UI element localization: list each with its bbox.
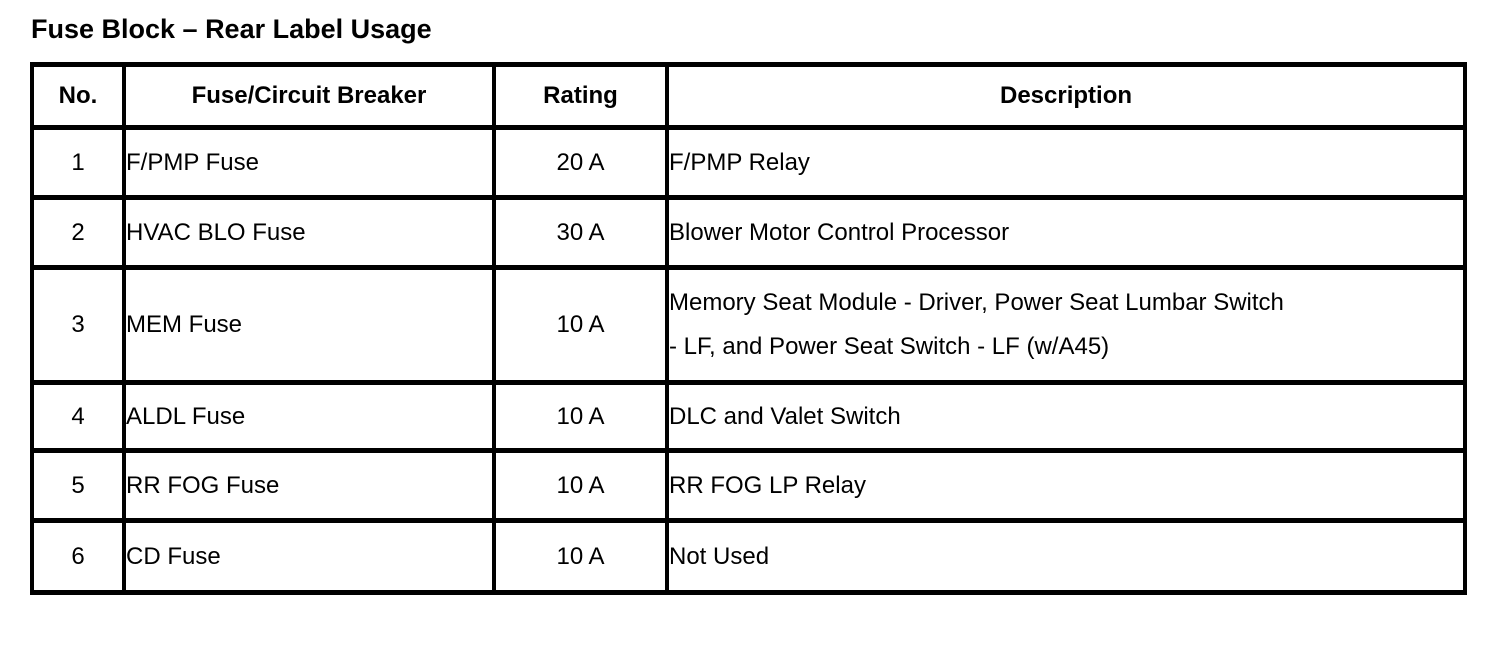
cell-description: RR FOG LP Relay [665,448,1467,523]
cell-fuse: RR FOG Fuse [122,448,496,523]
table-row: 6 CD Fuse 10 A Not Used [30,518,1467,595]
page-title: Fuse Block – Rear Label Usage [31,14,432,44]
cell-rating: 20 A [492,125,669,200]
table-row: 3 MEM Fuse 10 A Memory Seat Module - Dri… [30,265,1467,385]
cell-description: Not Used [665,518,1467,595]
cell-fuse: MEM Fuse [122,265,496,385]
cell-fuse: ALDL Fuse [122,380,496,453]
cell-fuse: CD Fuse [122,518,496,595]
table-row: 1 F/PMP Fuse 20 A F/PMP Relay [30,125,1467,200]
cell-rating: 30 A [492,195,669,270]
cell-no: 4 [30,380,126,453]
table-row: 5 RR FOG Fuse 10 A RR FOG LP Relay [30,448,1467,523]
cell-no: 3 [30,265,126,385]
cell-rating: 10 A [492,265,669,385]
cell-fuse: HVAC BLO Fuse [122,195,496,270]
cell-description: Memory Seat Module - Driver, Power Seat … [665,265,1467,385]
cell-no: 6 [30,518,126,595]
column-header-fuse-circuit-breaker: Fuse/Circuit Breaker [122,62,496,130]
cell-description: Blower Motor Control Processor [665,195,1467,270]
cell-rating: 10 A [492,380,669,453]
column-header-description: Description [665,62,1467,130]
table-row: 2 HVAC BLO Fuse 30 A Blower Motor Contro… [30,195,1467,270]
cell-no: 5 [30,448,126,523]
column-header-rating: Rating [492,62,669,130]
cell-no: 2 [30,195,126,270]
cell-rating: 10 A [492,518,669,595]
table-row: 4 ALDL Fuse 10 A DLC and Valet Switch [30,380,1467,453]
cell-description: DLC and Valet Switch [665,380,1467,453]
cell-rating: 10 A [492,448,669,523]
table-body: 1 F/PMP Fuse 20 A F/PMP Relay 2 HVAC BLO… [30,125,1467,595]
cell-fuse: F/PMP Fuse [122,125,496,200]
fuse-block-table: No. Fuse/Circuit Breaker Rating Descript… [30,62,1467,595]
cell-no: 1 [30,125,126,200]
header-row: No. Fuse/Circuit Breaker Rating Descript… [30,62,1467,130]
column-header-no: No. [30,62,126,130]
cell-description: F/PMP Relay [665,125,1467,200]
